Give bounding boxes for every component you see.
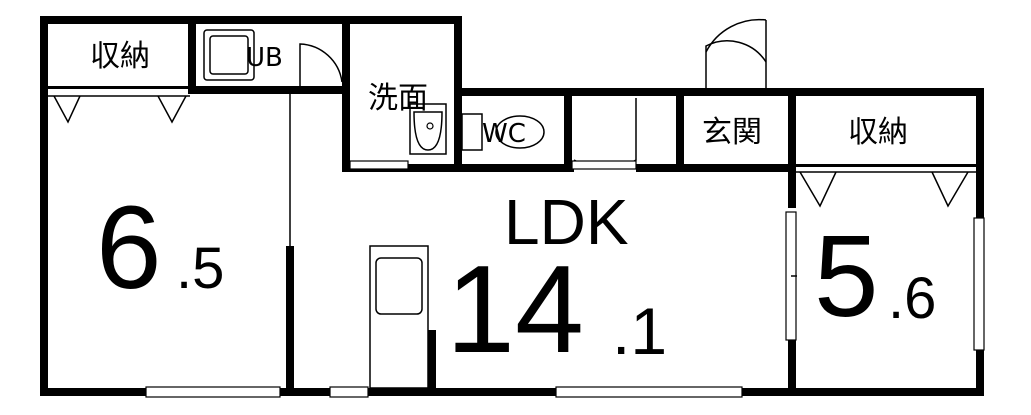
ldk-size-int: 14 bbox=[446, 241, 584, 379]
unit-bath-label: UB bbox=[246, 43, 283, 73]
doors bbox=[299, 18, 767, 170]
storage-right-label: 収納 bbox=[848, 115, 908, 150]
fixtures bbox=[203, 29, 545, 389]
storage-left-label: 収納 bbox=[90, 39, 150, 74]
ldk-label: LDK bbox=[504, 186, 629, 258]
room-left-size-dec: .5 bbox=[176, 236, 224, 301]
closet-marks bbox=[48, 95, 976, 208]
entrance-label: 玄関 bbox=[702, 115, 762, 150]
room-labels: 収納 UB 洗面 WC 玄関 収納 LDK 6 .5 14 .1 5 .6 bbox=[90, 39, 936, 379]
room-right-size-int: 5 bbox=[814, 211, 879, 341]
interior-walls bbox=[40, 16, 984, 396]
washroom-label: 洗面 bbox=[368, 81, 428, 116]
windows bbox=[145, 160, 985, 398]
room-left-size-int: 6 bbox=[96, 182, 162, 314]
ldk-size-dec: .1 bbox=[612, 294, 667, 368]
toilet-label: WC bbox=[482, 119, 526, 149]
room-right-size-dec: .6 bbox=[888, 266, 936, 331]
